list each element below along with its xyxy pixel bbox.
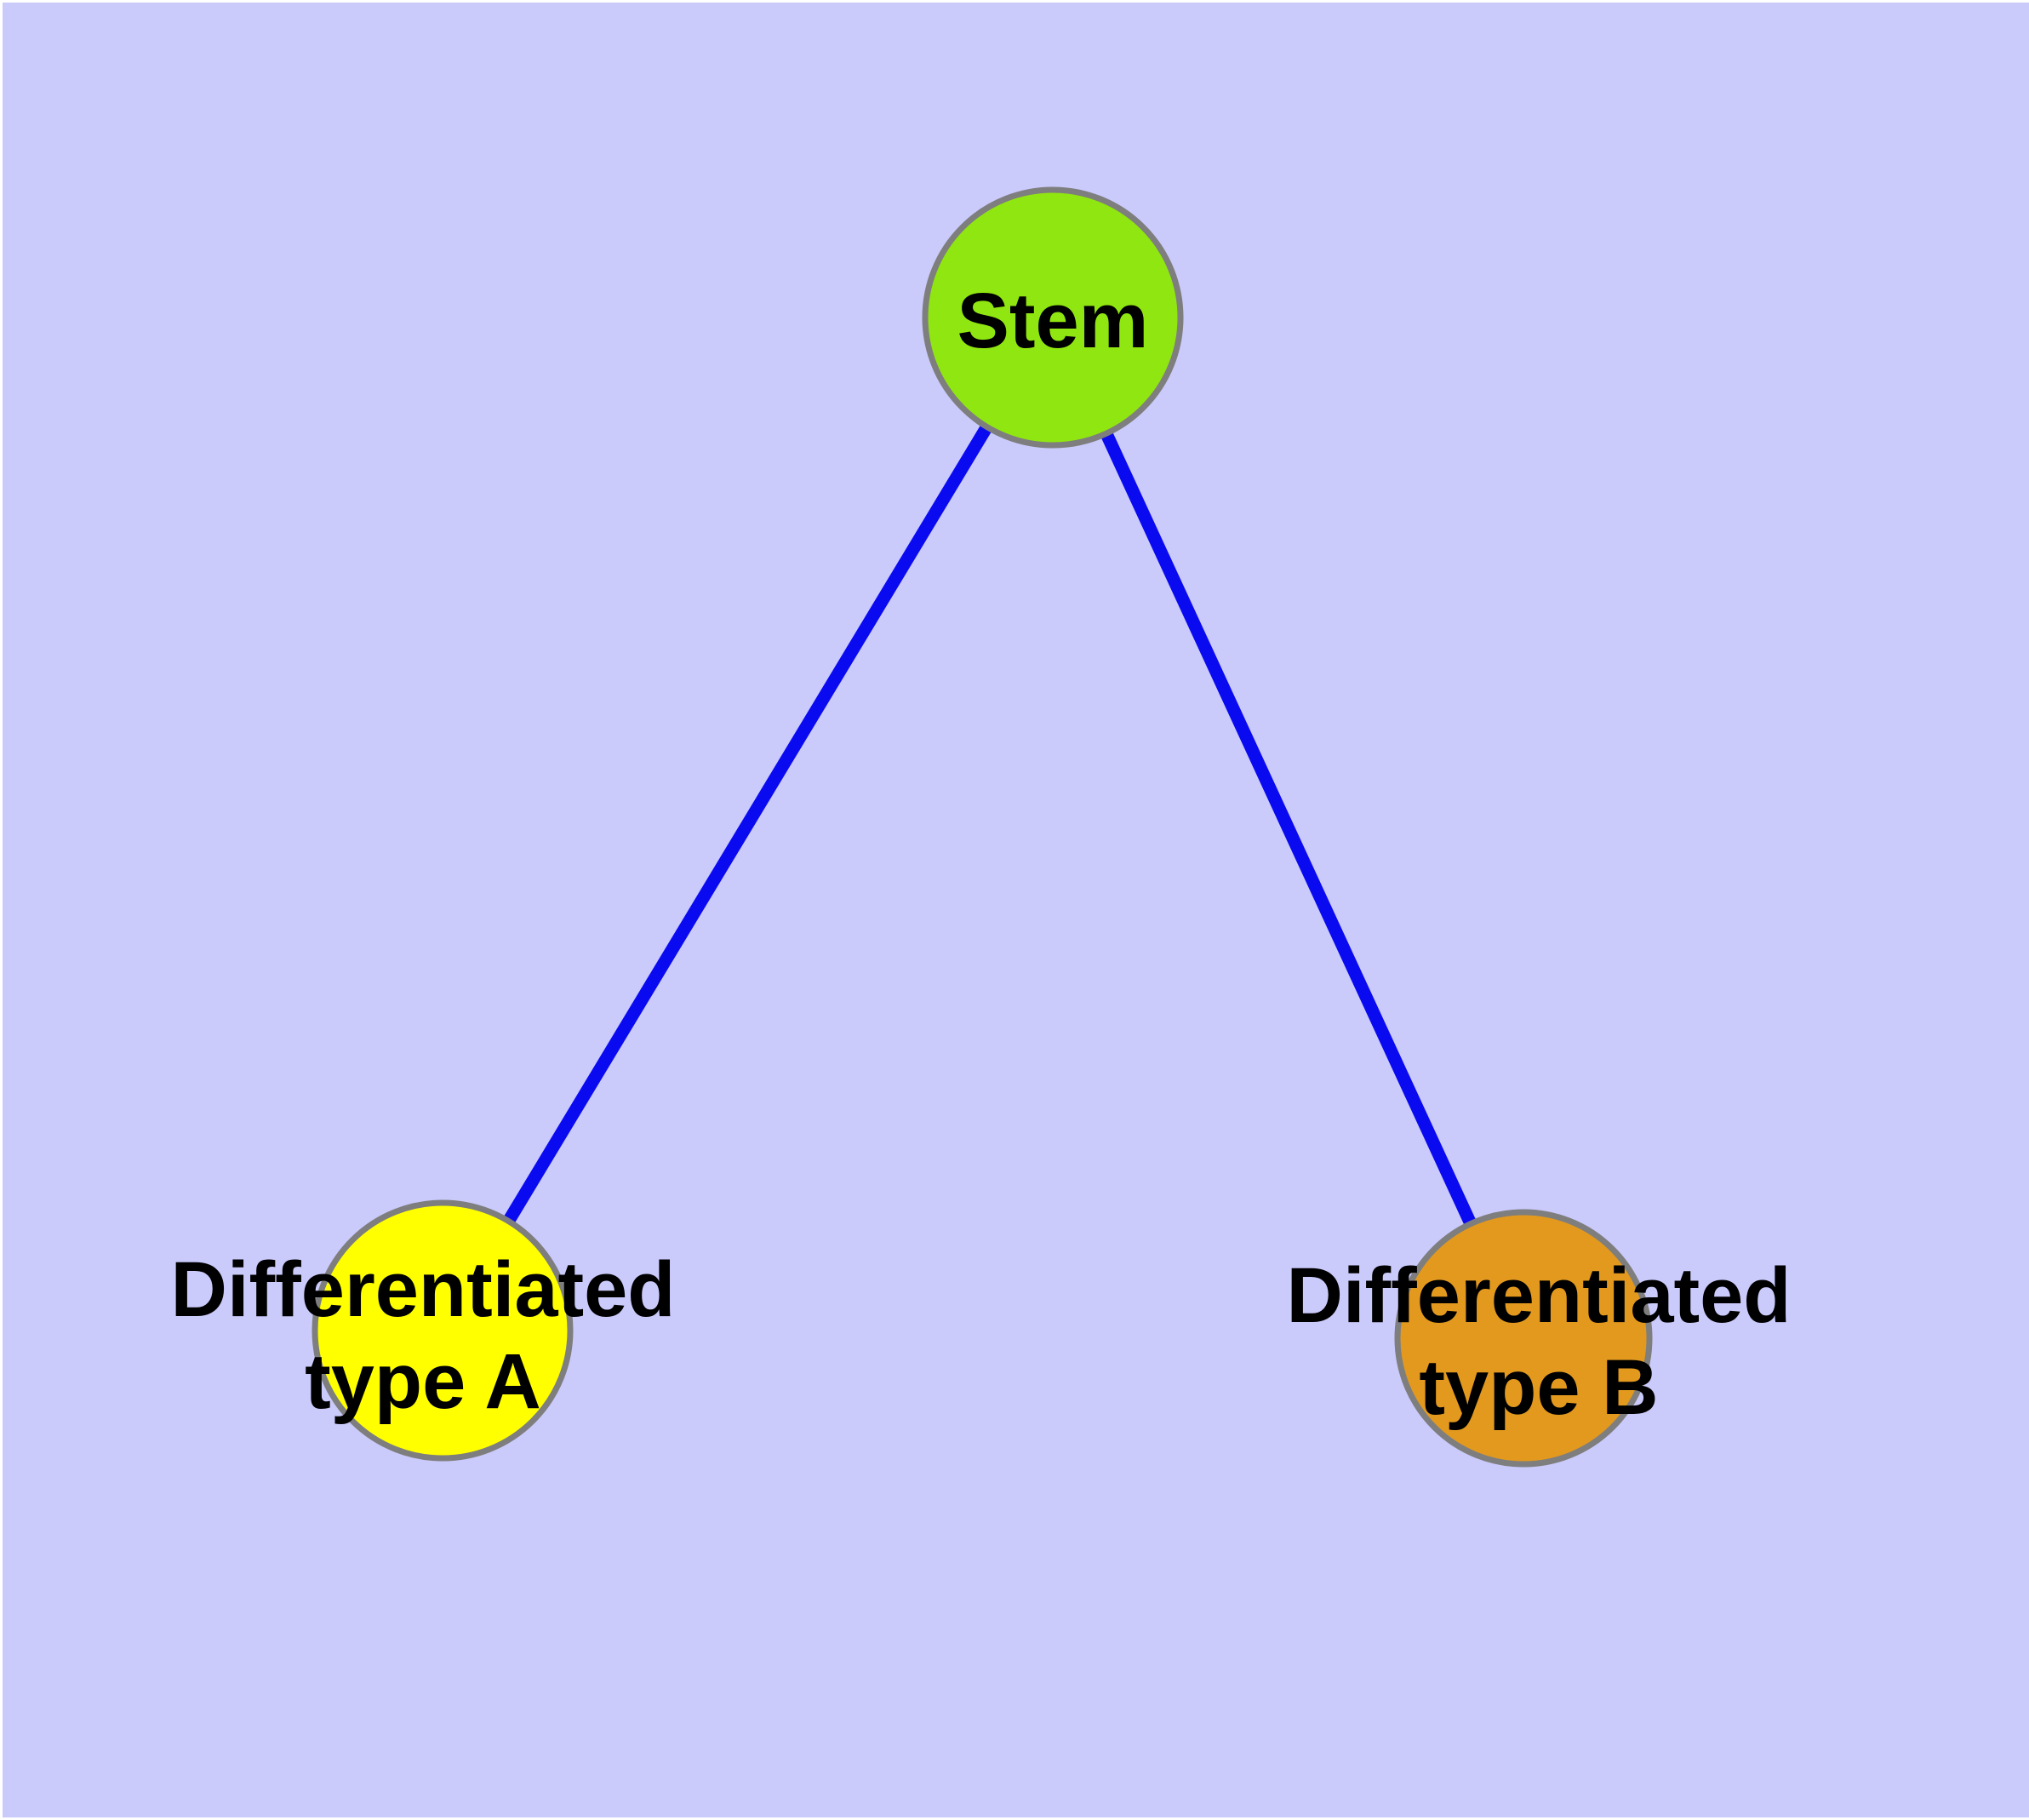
node-label-stem: Stem (957, 278, 1149, 364)
edge-stem-to-differentiated-type-a (437, 314, 1059, 1334)
node-label-differentiated-type-b-line2: type B (1419, 1344, 1658, 1431)
node-stem (922, 186, 1184, 449)
node-differentiated-type-b (1394, 1209, 1653, 1468)
edge-stem-to-differentiated-type-b (1047, 314, 1529, 1342)
node-label-differentiated-type-a-line2: type A (305, 1338, 541, 1425)
node-differentiated-type-a (311, 1199, 574, 1462)
node-label-differentiated-type-b-line1: Differentiated (1287, 1252, 1792, 1339)
node-label-differentiated-type-a-line1: Differentiated (171, 1246, 676, 1333)
